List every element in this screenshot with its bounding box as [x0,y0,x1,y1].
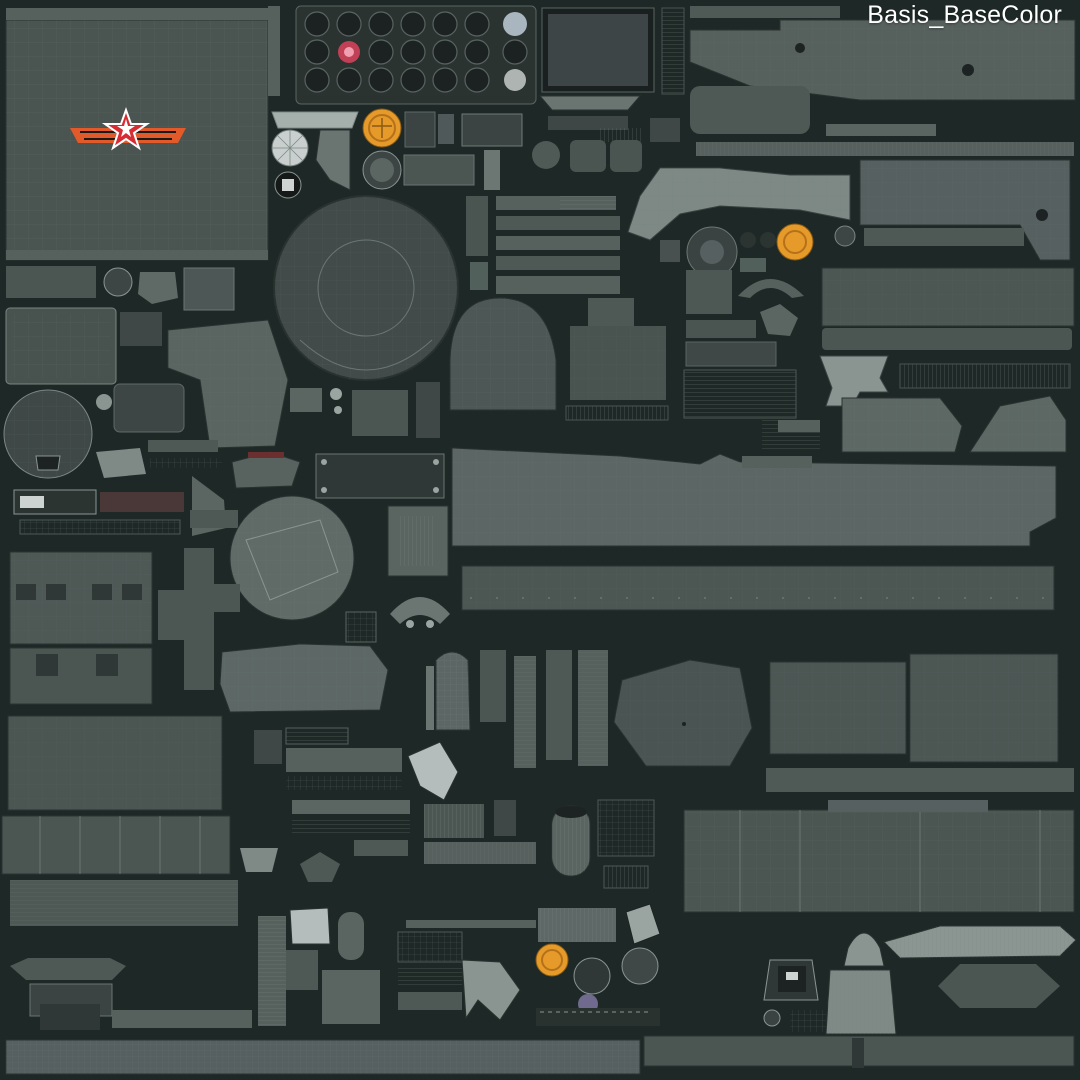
hull-panel-center-lower [461,565,1055,611]
mechanism-left [96,383,301,489]
display-screen [541,7,655,93]
dial-parts [271,111,359,199]
road-wheel-plate [613,659,753,767]
track-guard [883,925,1077,1008]
housing-block [345,505,450,643]
lug-grid [597,799,655,889]
red-star-emblem [70,107,186,151]
mechanism-center-lower [240,727,459,882]
strip-part [661,7,685,95]
round-bezel [362,150,402,190]
turret-disc [273,195,459,381]
mount-plate [315,453,445,499]
bottom-left-cluster [10,907,380,1030]
small-rails-mid [742,420,820,468]
armor-block-left-lower [1,715,238,926]
gauge-tray [295,5,537,105]
orange-medallion [776,223,814,261]
exhaust-bell [825,932,897,1035]
hub-parts [660,223,856,419]
fender-panels [841,395,1067,453]
small-panels-left [5,266,289,449]
armor-block-left [9,551,153,705]
strip-part [690,6,840,18]
hull-panel-right-mid [819,267,1075,407]
lower-middle-parts [426,650,608,768]
center-small-parts [290,382,440,438]
orange-medallion [362,108,402,148]
round-cover-left [3,389,93,479]
spring-cylinder [551,805,591,877]
cross-bracket [158,548,240,690]
sponson-cover [219,643,389,713]
bottom-center-cluster [397,903,661,1026]
hull-panel-top-right [689,19,1076,101]
hull-panel-lower-right [683,800,1075,913]
gauge-strip [13,489,184,535]
dome-part [449,297,557,411]
hatch-cover [229,495,355,621]
hull-panel-center-long [451,447,1057,547]
small-hardware [403,111,523,190]
texture-map-title: Basis_BaseColor [867,1,1062,29]
hull-panel-right-upper [859,159,1071,261]
strip-part [268,6,280,96]
orange-medallion [535,943,569,977]
fin-part [190,476,238,536]
curved-bracket [627,167,851,241]
side-box-right [766,653,1074,792]
track-link-parts [424,800,536,864]
light-housing [763,959,826,1032]
upper-middle-parts [532,86,936,172]
rail-parts [466,196,669,421]
